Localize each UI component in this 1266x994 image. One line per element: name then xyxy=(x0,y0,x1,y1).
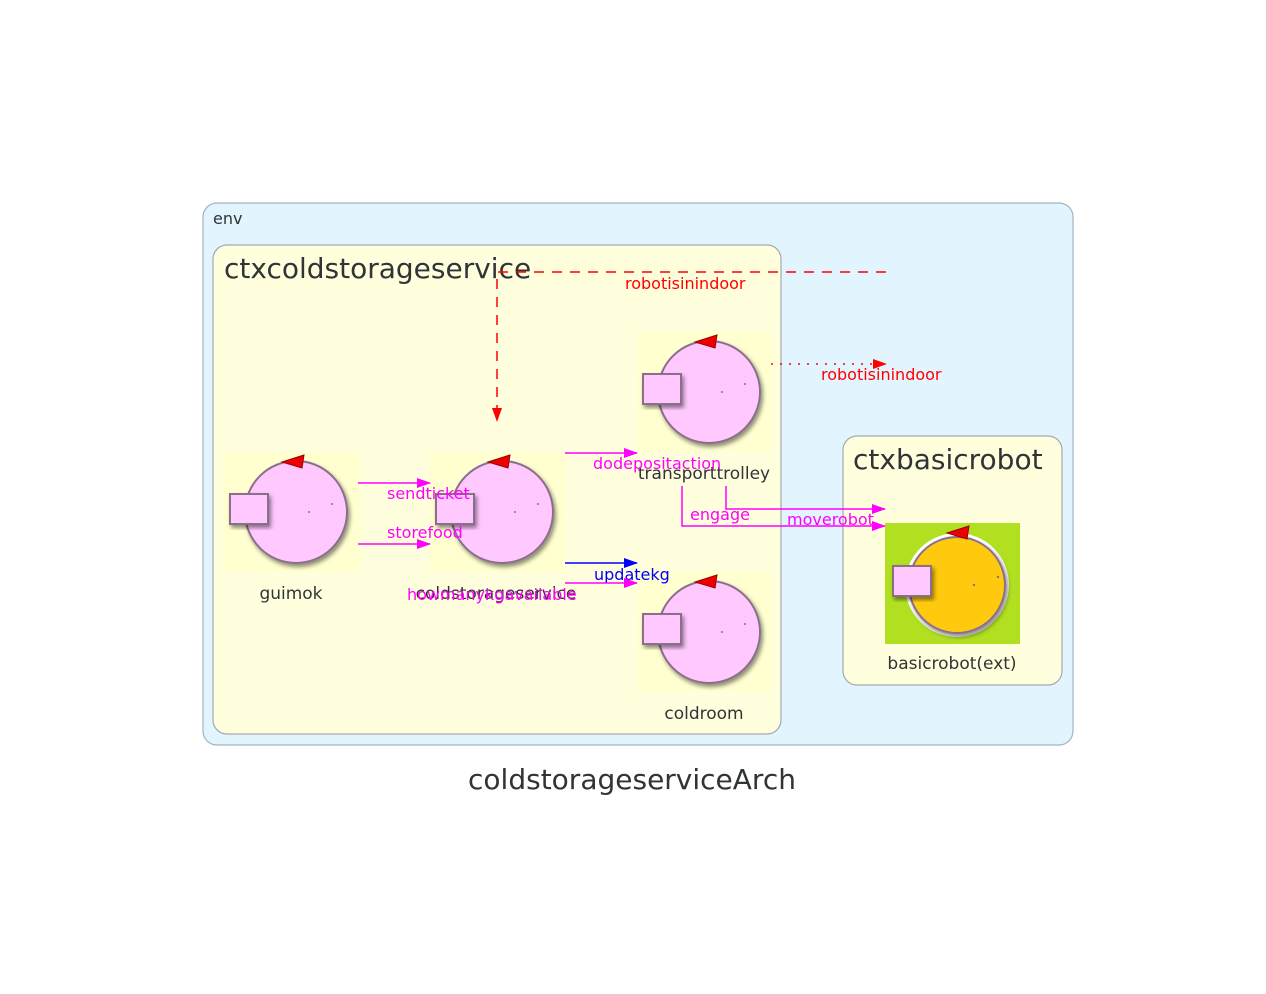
actor-label-basicrobot: basicrobot(ext) xyxy=(887,654,1016,674)
actor-icon xyxy=(224,452,360,572)
actor-label-coldstorageservice: coldstorageservice xyxy=(416,584,577,604)
actor-coldroom[interactable] xyxy=(637,572,773,692)
edge-moverobot[interactable] xyxy=(725,486,886,514)
actor-coldstorageservice[interactable] xyxy=(430,452,566,572)
env-label: env xyxy=(213,209,242,228)
context-label-ctxbasicrobot: ctxbasicrobot xyxy=(853,443,1043,476)
edge-label-howmanykgavailable: howmanykgavailable xyxy=(407,585,577,604)
actor-basicrobot[interactable] xyxy=(885,523,1020,644)
actor-icon xyxy=(637,572,773,692)
actor-transporttrolley[interactable] xyxy=(637,332,773,452)
edge-label-sendticket: sendticket xyxy=(387,484,470,503)
actor-icon xyxy=(430,452,566,572)
edge-label-robotisinindoor-emit: robotisinindoor xyxy=(821,365,942,384)
edge-label-storefood: storefood xyxy=(387,523,463,542)
actor-label-guimok: guimok xyxy=(259,584,322,604)
edge-engage[interactable] xyxy=(681,486,886,531)
actor-icon xyxy=(637,332,773,452)
edge-robotisinindoor-event[interactable] xyxy=(492,271,886,422)
edge-label-moverobot: moverobot xyxy=(787,510,874,529)
edge-label-dodepositaction: dodepositaction xyxy=(593,454,721,473)
actor-guimok[interactable] xyxy=(224,452,360,572)
actor-label-coldroom: coldroom xyxy=(664,704,743,724)
edge-label-updatekg: updatekg xyxy=(594,565,670,584)
edge-label-engage: engage xyxy=(690,505,750,524)
edge-label-robotisinindoor-event: robotisinindoor xyxy=(625,274,746,293)
actor-label-transporttrolley: transporttrolley xyxy=(638,464,770,484)
context-label-ctxcoldstorageservice: ctxcoldstorageservice xyxy=(224,252,531,285)
diagram-title: coldstorageserviceArch xyxy=(468,763,796,796)
